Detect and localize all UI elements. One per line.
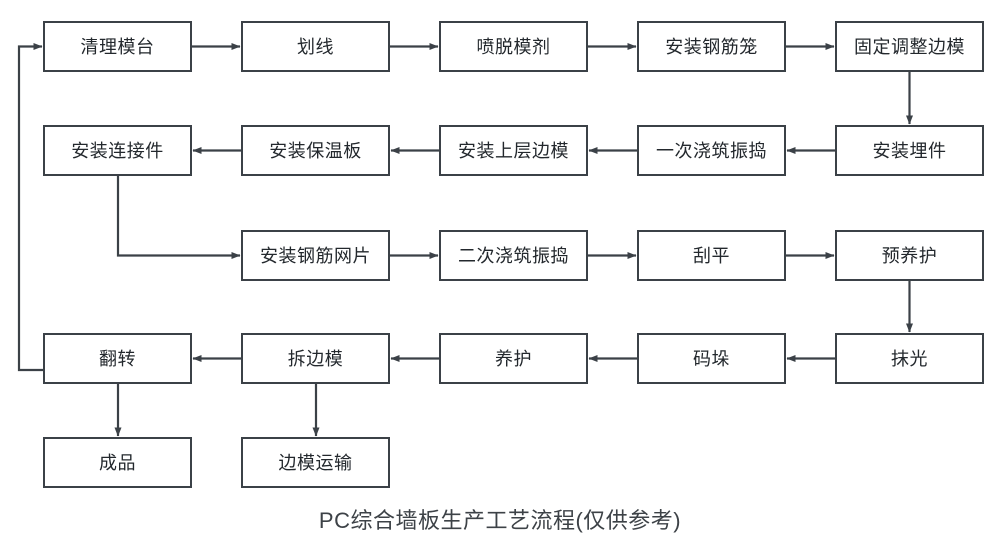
node-bianmoyunshu[interactable]: 边模运输 [241,437,390,488]
node-label: 安装连接件 [71,140,164,161]
node-moguang[interactable]: 抹光 [835,333,984,384]
node-label: 边模运输 [278,452,353,473]
node-anzhuangshangcengbianmo[interactable]: 安装上层边模 [439,125,588,176]
node-chengpin[interactable]: 成品 [43,437,192,488]
node-label: 喷脱模剂 [476,36,551,57]
node-label: 成品 [99,452,136,473]
node-label: 养护 [495,348,532,369]
node-label: 翻转 [99,348,136,369]
node-anzhuangmaijian[interactable]: 安装埋件 [835,125,984,176]
node-anzhuanggangjinlong[interactable]: 安装钢筋笼 [637,21,786,72]
node-label: 一次浇筑振捣 [656,140,767,161]
node-label: 抹光 [891,348,928,369]
node-label: 刮平 [693,245,730,266]
node-label: 划线 [297,36,334,57]
node-fanzhuan[interactable]: 翻转 [43,333,192,384]
chart-title: PC综合墙板生产工艺流程(仅供参考) [318,508,682,533]
node-label: 二次浇筑振捣 [458,245,569,266]
node-pentuomoji[interactable]: 喷脱模剂 [439,21,588,72]
node-yanghu[interactable]: 养护 [439,333,588,384]
node-label: 安装保温板 [269,140,362,161]
node-qinglimotai[interactable]: 清理模台 [43,21,192,72]
node-label: 清理模台 [80,36,155,57]
node-gudingtiaozhengbianmo[interactable]: 固定调整边模 [835,21,984,72]
node-huaxian[interactable]: 划线 [241,21,390,72]
node-maduo[interactable]: 码垛 [637,333,786,384]
edge-n19-n1-feedback [17,43,43,372]
node-yuyanghu[interactable]: 预养护 [835,230,984,281]
node-chaibianmo[interactable]: 拆边模 [241,333,390,384]
node-anzhuangbaowenban[interactable]: 安装保温板 [241,125,390,176]
node-ercijiaozhuzhendao[interactable]: 二次浇筑振捣 [439,230,588,281]
node-label: 拆边模 [287,348,344,369]
node-label: 安装上层边模 [458,140,569,161]
node-label: 安装钢筋网片 [260,245,371,266]
node-label: 固定调整边模 [854,36,965,57]
edge-n10-n11 [116,176,241,259]
node-guaping[interactable]: 刮平 [637,230,786,281]
node-label: 安装钢筋笼 [665,36,758,57]
node-anzhuanglianjiejian[interactable]: 安装连接件 [43,125,192,176]
node-label: 码垛 [693,348,730,369]
node-label: 预养护 [881,245,938,266]
node-anzhuanggangjinwangpian[interactable]: 安装钢筋网片 [241,230,390,281]
node-yicijiaozhuzhendao[interactable]: 一次浇筑振捣 [637,125,786,176]
node-label: 安装埋件 [872,140,947,161]
